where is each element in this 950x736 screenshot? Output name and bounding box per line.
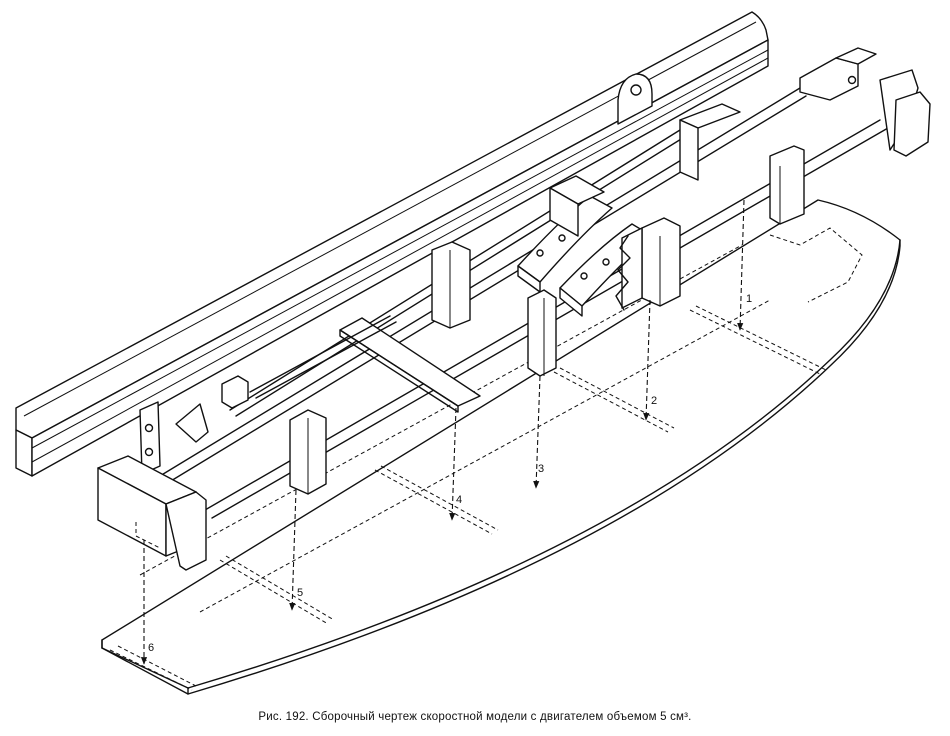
frame-2 — [549, 175, 681, 311]
assembly-arrows — [140, 199, 745, 665]
stern-bracket — [139, 401, 209, 475]
frame-1 — [679, 103, 805, 225]
bottom-plate — [101, 199, 901, 695]
frame-6-stern-block — [97, 455, 207, 571]
frame-4 — [221, 315, 481, 413]
part-label-1: 1 — [746, 293, 752, 305]
part-label-5: 5 — [297, 587, 303, 599]
figure-caption: Рис. 192. Сборочный чертеж скоростной мо… — [258, 711, 692, 723]
bow-block — [799, 47, 931, 157]
frame-3 — [431, 241, 557, 377]
side-beam — [15, 11, 769, 477]
part-label-4: 4 — [456, 494, 462, 506]
part-label-6: 6 — [148, 642, 154, 654]
part-label-2: 2 — [651, 395, 657, 407]
frame-5 — [289, 409, 327, 495]
part-label-3: 3 — [538, 463, 544, 475]
